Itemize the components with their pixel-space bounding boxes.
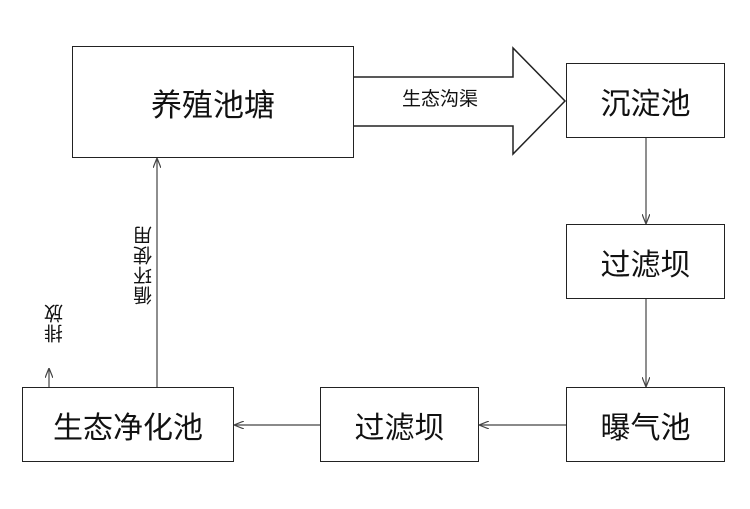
aquaculture-pond-box: 养殖池塘 <box>72 46 354 158</box>
filter-dam-box-upper: 过滤坝 <box>566 224 725 299</box>
eco-purification-pool-box: 生态净化池 <box>22 387 234 462</box>
discharge-label: 排放 <box>44 303 66 343</box>
filter-dam-box-lower: 过滤坝 <box>320 387 479 462</box>
filter-dam-label-upper: 过滤坝 <box>600 247 691 283</box>
eco-purification-pool-label: 生态净化池 <box>53 410 203 446</box>
filter-dam-label-lower: 过滤坝 <box>354 410 445 446</box>
aeration-tank-label: 曝气池 <box>600 410 691 446</box>
ecological-ditch-label: 生态沟渠 <box>401 88 478 110</box>
settling-tank-box: 沉淀池 <box>566 63 725 138</box>
big-arrow-pond-to-settling <box>354 46 567 156</box>
settling-tank-label: 沉淀池 <box>600 86 691 122</box>
aeration-tank-box: 曝气池 <box>566 387 725 462</box>
aquaculture-pond-label: 养殖池塘 <box>151 87 275 124</box>
recycle-use-label: 循环使用 <box>133 225 155 305</box>
